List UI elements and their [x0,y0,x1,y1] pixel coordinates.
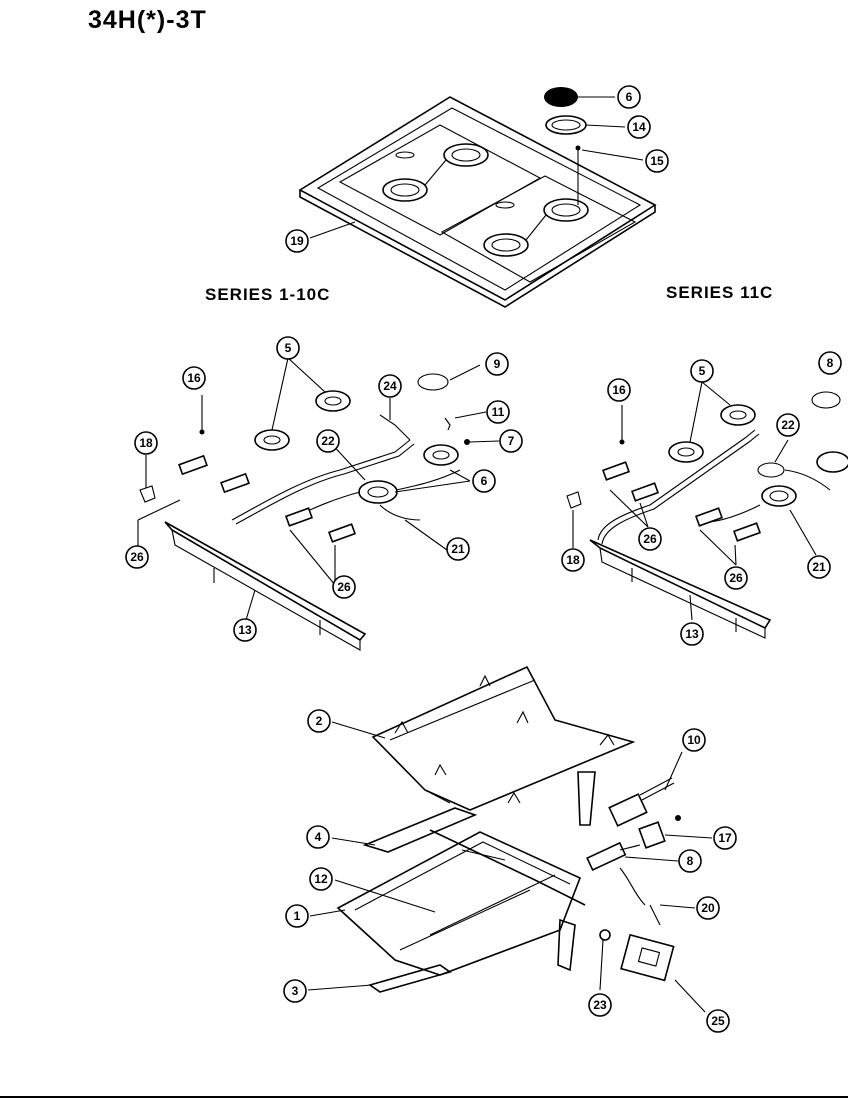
svg-text:22: 22 [781,418,795,432]
broil-burner-bracket [362,771,596,853]
svg-text:26: 26 [130,550,144,564]
callout-22-left: 22 [316,429,340,453]
series-label-left: SERIES 1-10C [205,285,331,304]
igniter-and-valve-parts [586,777,681,982]
svg-text:18: 18 [139,436,153,450]
svg-text:21: 21 [451,542,465,556]
svg-text:15: 15 [650,154,664,168]
svg-text:17: 17 [718,831,732,845]
page-bottom-rule [0,1096,848,1098]
callout-18-left: 18 [134,431,158,455]
callout-19: 19 [285,229,309,253]
svg-text:5: 5 [699,364,706,378]
svg-text:21: 21 [812,560,826,574]
callout-4: 4 [306,825,330,849]
burner-baffle [371,665,636,811]
callout-26-left-b: 26 [332,575,356,599]
svg-text:1: 1 [294,909,301,923]
svg-text:26: 26 [643,532,657,546]
cooktop-panel [298,96,657,308]
oven-burner-frame [336,829,586,976]
svg-text:18: 18 [566,553,580,567]
callout-8-bottom: 8 [678,849,702,873]
svg-text:16: 16 [187,371,201,385]
svg-text:6: 6 [626,90,633,104]
svg-text:7: 7 [508,434,515,448]
callout-6-knob: 6 [617,85,641,109]
svg-text:5: 5 [285,341,292,355]
callout-12: 12 [309,867,333,891]
svg-text:19: 19 [290,234,304,248]
svg-text:6: 6 [481,474,488,488]
svg-text:8: 8 [687,854,694,868]
leader-lines-right [572,381,817,621]
callout-10: 10 [682,728,706,752]
callout-21-right: 21 [807,555,831,579]
svg-text:24: 24 [383,379,397,393]
callout-2: 2 [307,709,331,733]
knob-cap [544,87,587,205]
svg-text:22: 22 [321,434,335,448]
callout-1: 1 [285,904,309,928]
svg-text:13: 13 [238,623,252,637]
callout-25: 25 [706,1009,730,1033]
callout-24: 24 [378,374,402,398]
svg-text:14: 14 [632,120,646,134]
right-burner-assembly [566,391,848,639]
callout-14: 14 [627,115,651,139]
callout-11: 11 [486,400,510,424]
svg-text:26: 26 [337,580,351,594]
bottom-bracket [368,964,452,993]
callout-5-left: 5 [276,336,300,360]
callout-13-right: 13 [680,622,704,646]
callout-21-left: 21 [446,537,470,561]
callout-5-right: 5 [690,359,714,383]
callout-26-right-a: 26 [638,527,662,551]
callout-23: 23 [588,993,612,1017]
svg-text:9: 9 [494,357,501,371]
svg-text:12: 12 [314,872,328,886]
callout-9-left: 9 [485,352,509,376]
leader-lines-left [137,357,500,621]
callout-26-left-a: 26 [125,545,149,569]
left-burner-assembly [139,373,470,651]
svg-text:8: 8 [827,356,834,370]
callout-15: 15 [645,149,669,173]
svg-text:13: 13 [685,627,699,641]
svg-text:16: 16 [612,383,626,397]
callout-3: 3 [283,979,307,1003]
callout-26-right-b: 26 [724,566,748,590]
svg-text:3: 3 [292,984,299,998]
svg-text:20: 20 [701,901,715,915]
callout-16-left: 16 [182,366,206,390]
svg-text:23: 23 [593,998,607,1012]
callout-18-right: 18 [561,548,585,572]
svg-text:10: 10 [687,733,701,747]
callout-20: 20 [696,896,720,920]
leader-lines-top [309,96,644,239]
callout-8-right: 8 [818,351,842,375]
svg-text:25: 25 [711,1014,725,1028]
svg-text:4: 4 [315,830,322,844]
callout-17: 17 [713,826,737,850]
series-label-right: SERIES 11C [666,283,774,302]
callout-13-left: 13 [233,618,257,642]
svg-text:11: 11 [492,405,505,419]
callout-6-burner: 6 [472,469,496,493]
callout-16-right: 16 [607,378,631,402]
leader-lines-bottom [307,721,713,1013]
svg-text:26: 26 [729,571,743,585]
callout-22-right: 22 [776,413,800,437]
model-number: 34H(*)-3T [88,6,207,34]
svg-text:2: 2 [316,714,323,728]
callout-7: 7 [499,429,523,453]
